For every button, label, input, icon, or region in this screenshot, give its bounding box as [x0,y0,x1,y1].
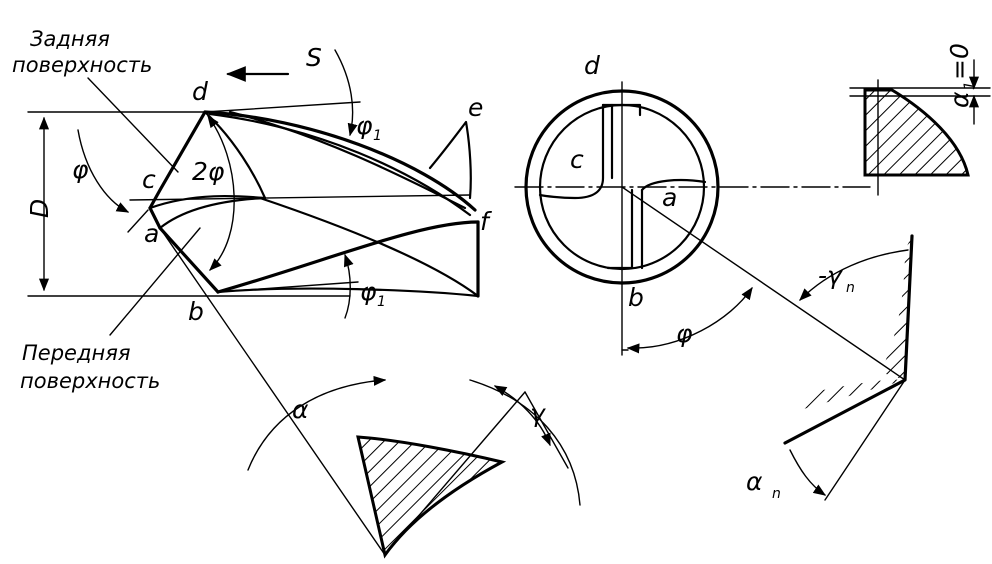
gamma-reference-line [524,391,569,469]
gamma-n-reference [824,379,906,501]
point-f-label: f [480,207,492,236]
point-e-label: e [468,93,483,122]
phi-arc-left [77,129,130,213]
gamma-n-label: -γ [818,261,843,290]
flute-lower-inner [258,196,480,298]
gamma-n-arc [799,249,909,301]
phi1-bottom-sub: 1 [377,294,386,310]
end-flute-upper [538,103,605,200]
alpha1-sub: 1 [962,81,978,90]
phi1-reference-top [204,101,361,113]
end-flute-lower-edge [640,178,707,192]
gamma-arc-outer [469,379,581,506]
alpha-n-sub: n [772,486,781,502]
end-phi-label: φ [676,319,693,348]
rear-surface-label-2: поверхность [12,53,152,77]
drill-side-view [27,49,480,556]
large-section-fill [880,236,912,380]
diameter-label: D [25,199,54,218]
end-b-label: b [628,283,644,312]
alpha1-label: α [945,91,974,108]
phi1-top-sub: 1 [373,128,382,144]
front-surface-leader [109,227,201,336]
rear-surface-leader [87,77,179,173]
front-surface-label-2: поверхность [20,369,160,393]
large-section-lower-fill [800,379,905,410]
section-line [159,227,386,556]
alpha-n-arc [789,449,827,496]
front-surface-label-1: Передняя [22,341,130,365]
phi-leader [127,209,149,233]
flute-lower [216,220,480,294]
chisel-edge [148,206,162,230]
end-a-label: a [662,183,677,212]
angle-gamma-label: γ [530,399,546,428]
labels: Задняя поверхность Передняя поверхность … [12,27,978,502]
point-d-label: d [192,77,208,106]
phi1-top-label: φ [356,111,373,140]
end-phi-line [621,186,906,381]
end-phi-arc [626,286,753,354]
end-flute-notch-top [601,103,642,117]
drill-end-view [514,81,906,381]
angle-2phi-label: 2φ [192,157,225,186]
angle-alpha-label: α [292,395,309,424]
feed-label: S [306,43,322,72]
phi1-arc-top [334,49,358,137]
end-flute-lower [606,188,634,270]
top-section-hatched [863,88,970,177]
point-a-label: a [144,219,159,248]
end-c-label: c [570,145,584,174]
flute-upper-inner2 [228,110,467,210]
alpha-arc [247,375,387,471]
cutting-edge-lower [158,226,220,294]
wedge-hatched [356,435,507,559]
lip-e [428,120,472,200]
point-b-label: b [188,297,204,326]
gamma-arc-inner [493,385,551,447]
cutting-edge-upper [148,110,207,210]
2phi-arc [207,114,235,271]
lower-face-contour [158,196,267,230]
end-d-label: d [584,51,600,80]
phi1-arc-bottom [343,253,354,319]
point-c-label: c [142,165,156,194]
phi1-bottom-label: φ [360,277,377,306]
alpha1-label-group: α 1 =0 [945,43,978,108]
angle-phi-label: φ [72,155,89,184]
wedge-section [247,375,581,559]
rear-surface-label-1: Задняя [30,27,110,51]
alpha1-value: =0 [945,43,974,80]
alpha-n-label: α [746,467,763,496]
right-sections [783,59,991,501]
gamma-n-sub: n [846,280,855,296]
flute-body-outline [216,287,480,298]
